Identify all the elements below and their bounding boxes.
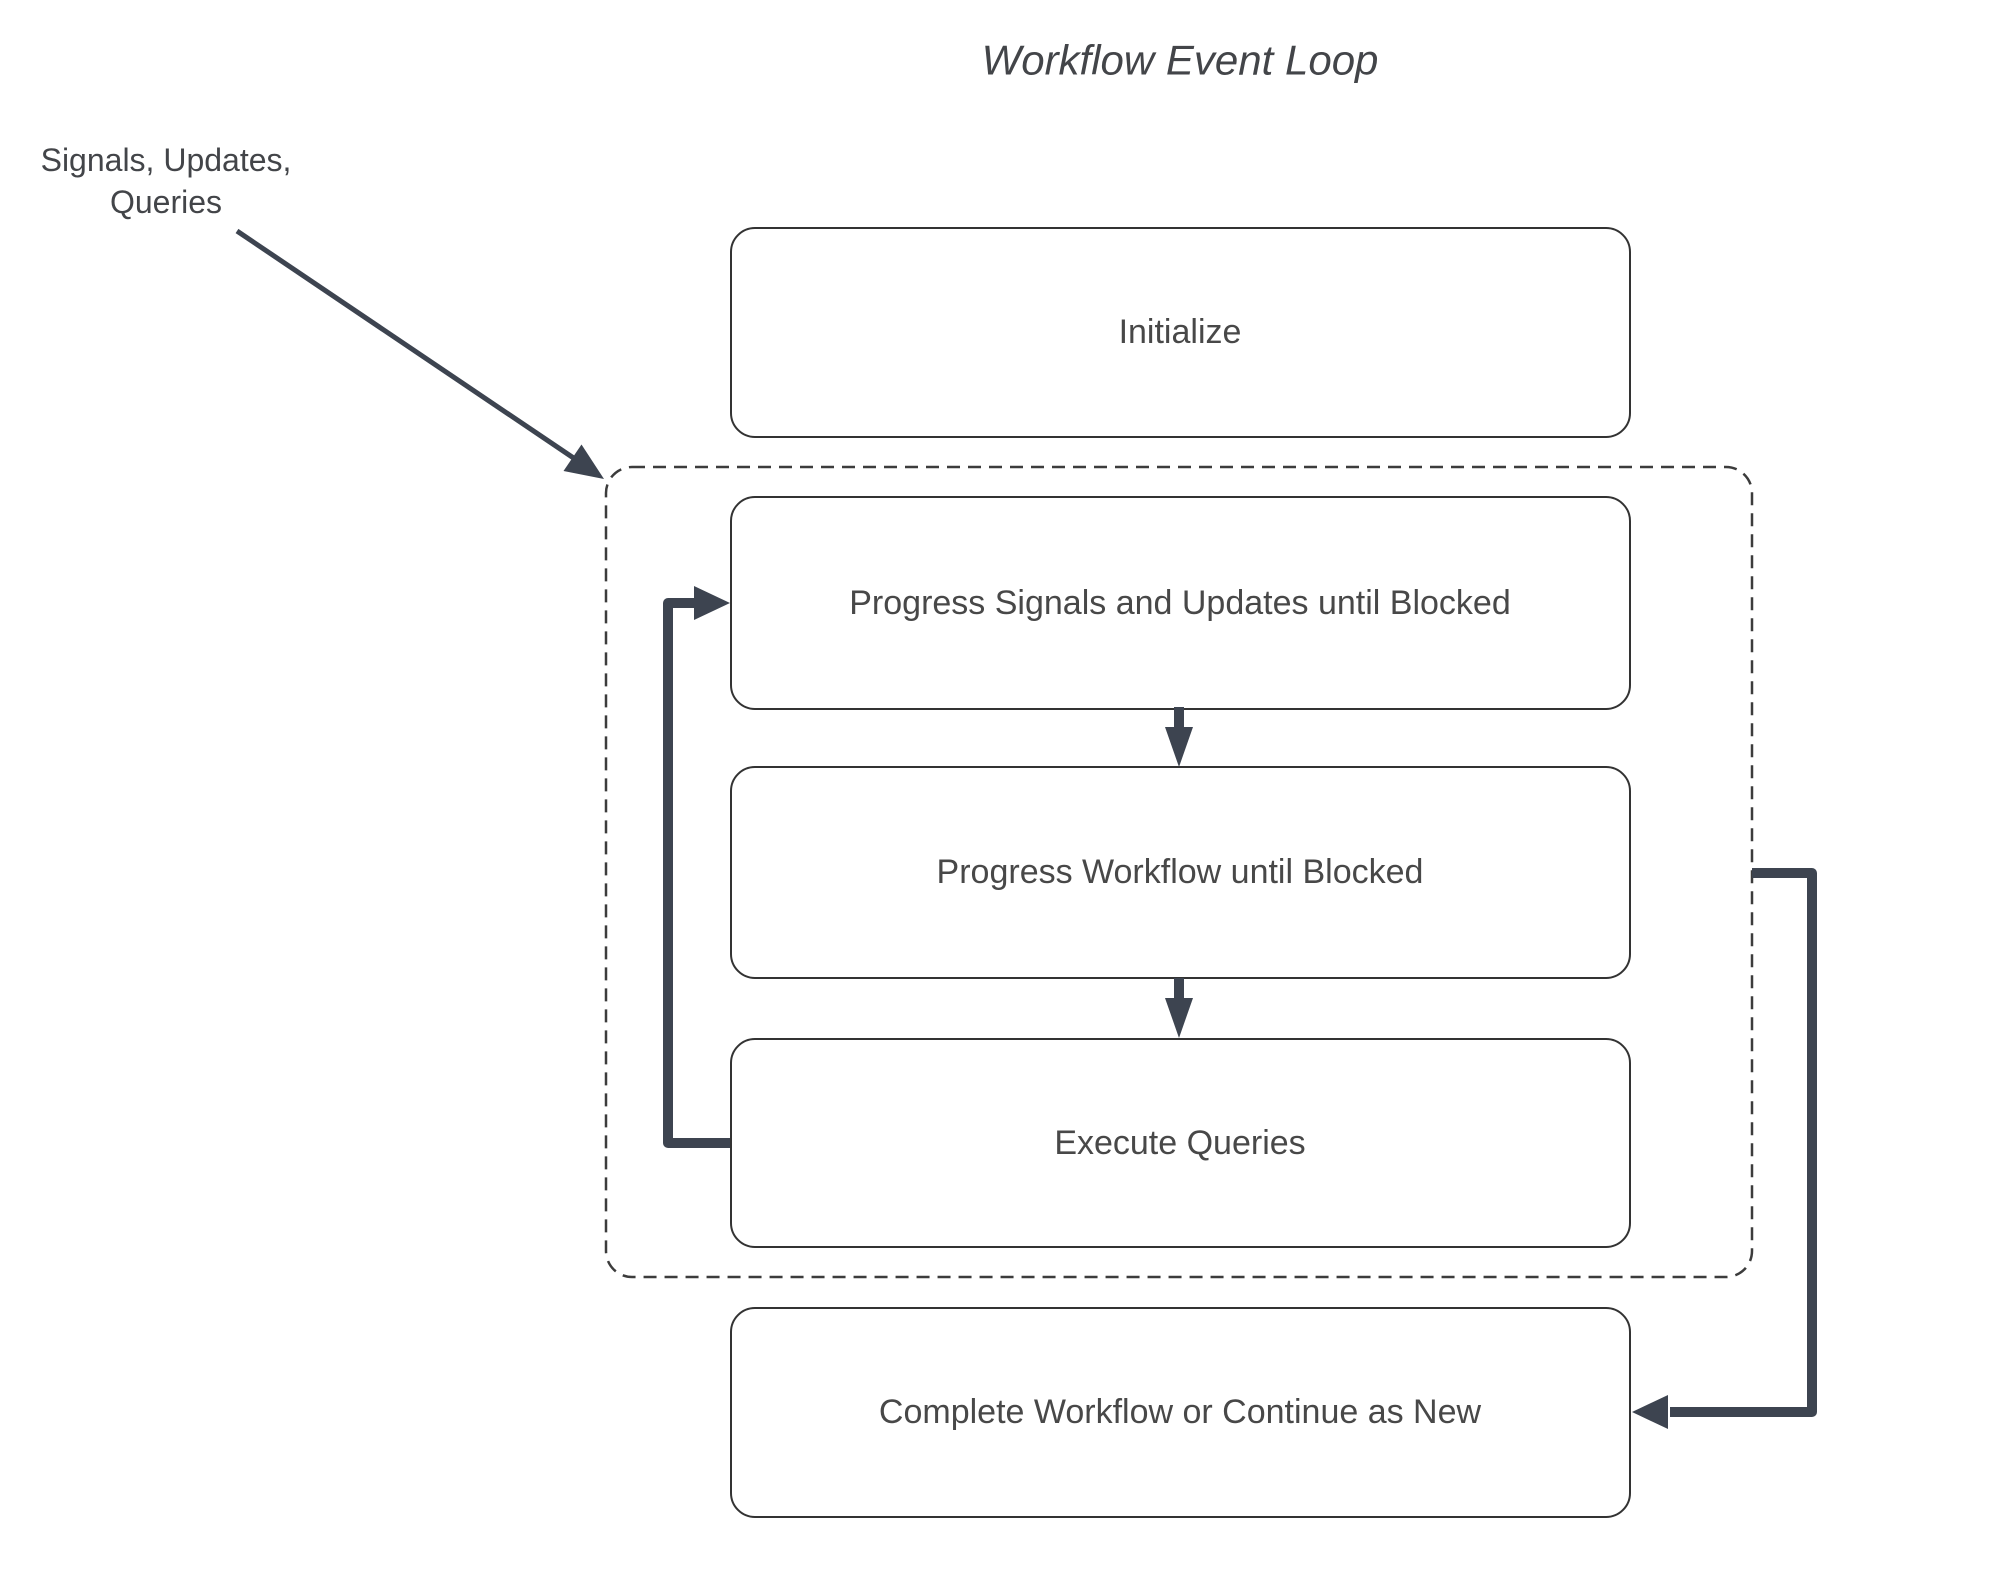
external-events-label-line2: Queries <box>110 184 222 220</box>
arrow-loop-to-complete-head <box>1632 1395 1668 1429</box>
node-progress-signals-label: Progress Signals and Updates until Block… <box>849 584 1511 622</box>
external-events-label-line1: Signals, Updates, <box>41 142 292 178</box>
node-execute-queries-label: Execute Queries <box>1054 1124 1305 1162</box>
node-execute-queries <box>730 1038 1631 1248</box>
node-complete-label: Complete Workflow or Continue as New <box>879 1393 1482 1431</box>
diagram-title: Workflow Event Loop <box>982 37 1379 84</box>
loop-arrow-queries-to-signals-head <box>694 586 730 620</box>
node-initialize-label: Initialize <box>1119 313 1242 351</box>
arrow-loop-to-complete <box>1670 868 1817 1417</box>
node-progress-workflow-label: Progress Workflow until Blocked <box>937 853 1424 891</box>
arrow-workflow-to-queries-head <box>1165 998 1193 1038</box>
external-events-arrow <box>235 228 580 464</box>
external-events-arrowhead <box>563 444 604 479</box>
loop-arrow-queries-to-signals <box>663 598 730 1148</box>
node-complete <box>730 1307 1631 1518</box>
arrow-signals-to-workflow-head <box>1165 727 1193 767</box>
node-initialize <box>730 227 1631 438</box>
